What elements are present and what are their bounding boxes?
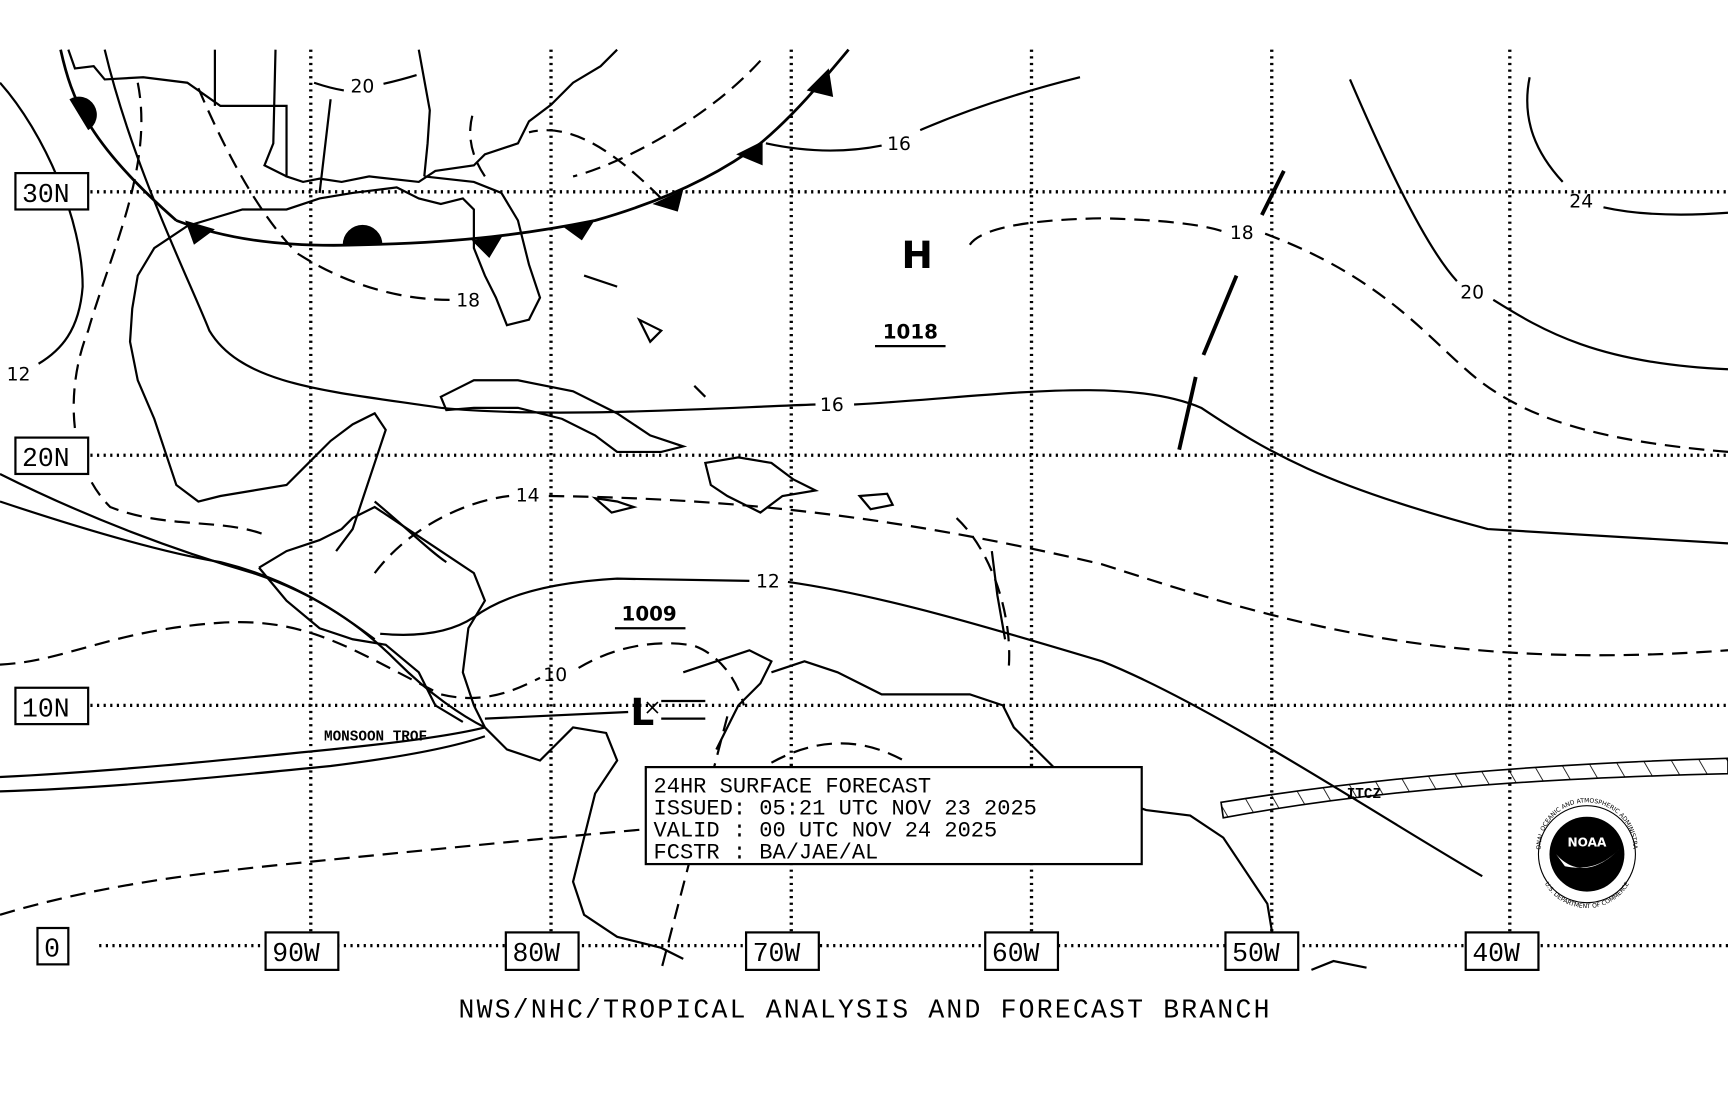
itcz-band	[1220, 757, 1728, 819]
isobar-label: 14	[516, 486, 540, 507]
isobar-labels: 20 16 18 12 16 14 12 10 24 20 18	[7, 77, 1594, 686]
isobars-dashed	[0, 59, 1728, 971]
itcz-label: ITCZ	[1347, 787, 1381, 803]
isobar-label: 18	[456, 290, 480, 311]
isobar-label: 12	[756, 571, 780, 592]
info-title: 24HR SURFACE FORECAST	[654, 774, 932, 799]
isobar-label: 16	[887, 134, 911, 155]
pressure-centers: H 1018 L 1009	[614, 233, 946, 734]
lat-label-10n: 10N	[22, 694, 70, 724]
cold-front	[175, 48, 850, 258]
isobar-label: 12	[7, 364, 31, 385]
isobar-label: 10	[543, 665, 567, 686]
lon-label-90w: 90W	[272, 939, 320, 969]
isobar-label: 20	[350, 77, 374, 98]
lat-label-0: 0	[44, 935, 60, 965]
lat-label-30n: 30N	[22, 180, 70, 210]
isobar-label: 18	[1230, 223, 1254, 244]
low-pressure-value: 1009	[622, 603, 677, 626]
isobar-label: 20	[1460, 283, 1484, 304]
tropical-wave	[1177, 170, 1286, 451]
high-pressure-marker: H	[901, 233, 932, 277]
isobars-solid	[0, 49, 1728, 878]
footer-credit: NWS/NHC/TROPICAL ANALYSIS AND FORECAST B…	[459, 995, 1272, 1025]
isobar-label: 16	[820, 395, 844, 416]
low-pressure-marker: L	[630, 690, 654, 734]
info-issued: ISSUED: 05:21 UTC NOV 23 2025	[654, 796, 1037, 821]
forecast-info-box: 24HR SURFACE FORECAST ISSUED: 05:21 UTC …	[644, 765, 1143, 866]
longitude-labels: 90W 80W 70W 60W 50W 40W	[264, 931, 1540, 971]
lon-label-80w: 80W	[512, 939, 560, 969]
monsoon-trough-label: MONSOON TROF	[324, 730, 427, 746]
high-pressure-value: 1018	[883, 320, 938, 343]
lon-label-40w: 40W	[1472, 939, 1520, 969]
latitude-labels: 30N 20N 10N 0	[14, 172, 90, 966]
lat-label-20n: 20N	[22, 444, 70, 474]
lon-label-60w: 60W	[992, 939, 1040, 969]
lon-label-70w: 70W	[753, 939, 801, 969]
lon-label-50w: 50W	[1232, 939, 1280, 969]
logo-text: NOAA	[1568, 835, 1607, 849]
isobar-label: 24	[1569, 191, 1593, 212]
info-forecaster: FCSTR : BA/JAE/AL	[654, 841, 879, 866]
warm-front	[59, 49, 383, 245]
svg-text:NATIONAL OCEANIC AND ATMOSPHER: NATIONAL OCEANIC AND ATMOSPHERIC ADMINIS…	[0, 0, 1638, 850]
info-valid: VALID : 00 UTC NOV 24 2025	[654, 819, 998, 844]
monsoon-trough	[484, 699, 706, 720]
